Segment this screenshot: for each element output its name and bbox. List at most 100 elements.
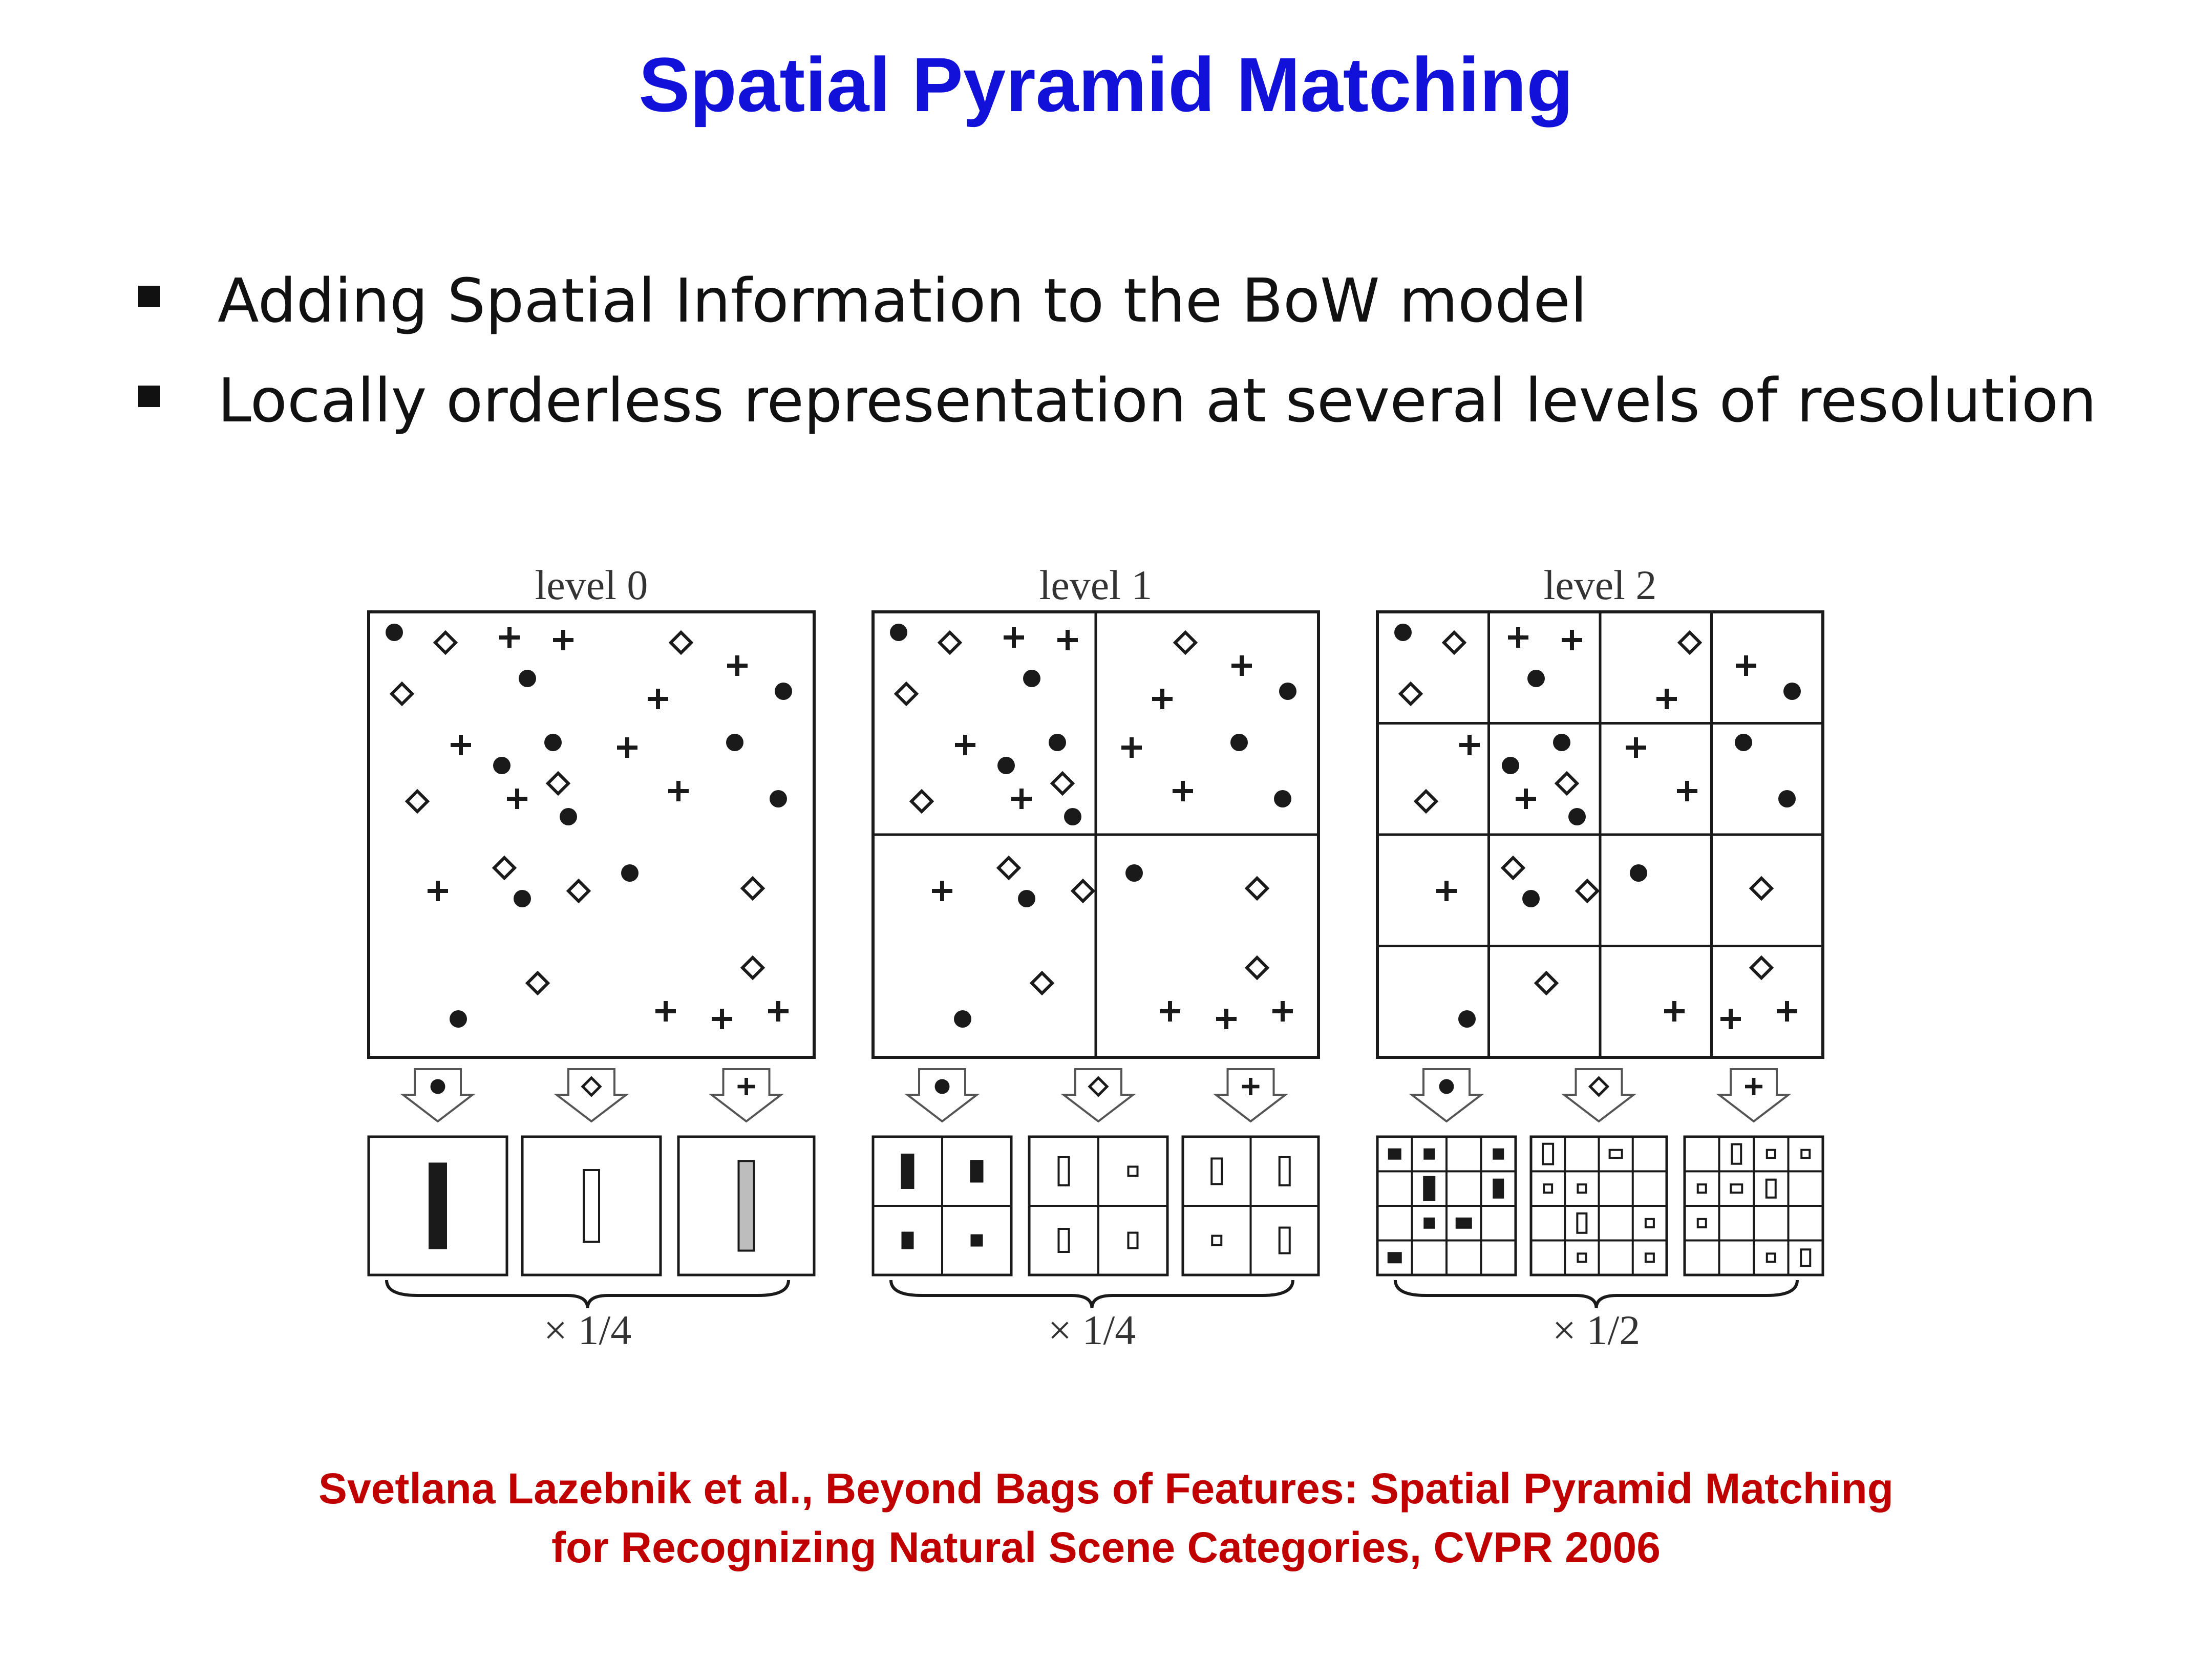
weight-label: × 1/2 [1552, 1307, 1641, 1353]
dot-feature-icon [430, 1079, 445, 1094]
diamond-feature-icon [1749, 955, 1774, 981]
bullet-text: Adding Spatial Information to the BoW mo… [218, 265, 1587, 336]
dot-feature-icon [934, 1079, 950, 1094]
histogram-bar [1455, 1217, 1472, 1229]
plus-feature-icon [1436, 881, 1457, 901]
dot-feature-icon [1230, 734, 1248, 751]
diamond-feature-icon [405, 789, 430, 814]
histogram-bar [1730, 1183, 1743, 1194]
dot-feature-icon [775, 683, 792, 700]
bullet-item: Adding Spatial Information to the BoW mo… [138, 251, 2097, 351]
plus-feature-icon [1152, 689, 1173, 709]
slide-title: Spatial Pyramid Matching [639, 41, 1573, 127]
level-label: level 2 [1544, 562, 1657, 608]
dot-feature-icon [1049, 734, 1066, 751]
plus-feature-icon [617, 737, 637, 758]
plus-feature-icon [507, 789, 527, 809]
pyramid-level-2: level 2 × 1/2 [1376, 562, 1824, 1353]
dot-feature-icon [386, 624, 403, 641]
citation-line: for Recognizing Natural Scene Categories… [551, 1523, 1661, 1571]
brace [889, 1280, 1294, 1309]
histogram-bar [1423, 1148, 1435, 1160]
level-label: level 0 [535, 562, 648, 608]
dot-feature-icon [1279, 683, 1296, 700]
plus-feature-icon [1011, 789, 1032, 809]
square-bullet-icon [138, 386, 160, 407]
diamond-feature-icon [937, 630, 963, 655]
dot-feature-icon [1783, 683, 1801, 700]
diamond-feature-icon [433, 630, 458, 655]
dot-feature-icon [1527, 670, 1545, 687]
dot-feature-icon [1458, 1010, 1476, 1028]
brace [1394, 1280, 1799, 1309]
plus-feature-icon [428, 881, 448, 901]
histogram-bar [901, 1231, 914, 1249]
histogram-bar [583, 1169, 600, 1243]
down-arrow-icon [904, 1068, 980, 1123]
diamond-feature-icon [1588, 1076, 1610, 1097]
histogram-bar [1278, 1226, 1291, 1254]
dot-feature-icon [493, 757, 511, 774]
diamond-feature-icon [1070, 878, 1096, 904]
plus-feature-icon [1004, 627, 1024, 648]
histogram-bar [1576, 1212, 1588, 1234]
diamond-feature-icon [566, 878, 591, 904]
plus-feature-icon [499, 627, 520, 648]
diamond-feature-icon [1554, 771, 1580, 796]
diamond-feature-icon [389, 681, 415, 707]
histogram-bar [1057, 1156, 1070, 1186]
histogram-bar [1493, 1178, 1504, 1199]
dot-feature-icon [1735, 734, 1752, 751]
brace [385, 1280, 790, 1309]
histogram-bar [1577, 1183, 1587, 1194]
plus-feature-icon [737, 1078, 755, 1095]
dot-feature-icon [450, 1010, 467, 1028]
plus-feature-icon [1656, 689, 1677, 709]
plus-feature-icon [1057, 630, 1078, 650]
diamond-feature-icon [525, 970, 550, 996]
plus-feature-icon [1736, 655, 1756, 676]
histogram-bar [1210, 1157, 1223, 1185]
histogram-bar [1423, 1217, 1435, 1229]
dot-feature-icon [544, 734, 562, 751]
plus-feature-icon [1745, 1078, 1762, 1095]
image-grid-frame [367, 610, 816, 1059]
histogram-bar [1127, 1231, 1139, 1249]
histogram-bar [1766, 1252, 1776, 1263]
histogram-bar [1696, 1218, 1707, 1228]
histogram-bar [1388, 1148, 1401, 1160]
diamond-feature-icon [894, 681, 919, 707]
histogram-bar [1278, 1156, 1291, 1186]
plus-feature-icon [1231, 655, 1252, 676]
dot-feature-icon [1439, 1079, 1454, 1094]
plus-feature-icon [1173, 781, 1193, 801]
citation-line: Svetlana Lazebnik et al., Beyond Bags of… [318, 1464, 1894, 1513]
plus-feature-icon [1160, 1001, 1180, 1022]
diamond-feature-icon [909, 789, 934, 814]
dot-feature-icon [1274, 790, 1291, 807]
dot-feature-icon [954, 1010, 971, 1028]
dot-feature-icon [1125, 864, 1143, 882]
plus-feature-icon [668, 781, 689, 801]
plus-feature-icon [955, 735, 975, 755]
histogram-bar [1127, 1165, 1139, 1177]
plus-feature-icon [1272, 1001, 1293, 1022]
pyramid-level-0: level 0× 1/4 [367, 562, 816, 1353]
dot-feature-icon [1394, 624, 1412, 641]
plus-feature-icon [1677, 781, 1697, 801]
plus-feature-icon [1562, 630, 1582, 650]
square-bullet-icon [138, 286, 160, 307]
diamond-feature-icon [492, 855, 517, 881]
histogram-bar [737, 1160, 755, 1252]
diamond-feature-icon [1441, 630, 1467, 655]
plus-feature-icon [1508, 627, 1528, 648]
dot-feature-icon [519, 670, 536, 687]
dot-feature-icon [1553, 734, 1570, 751]
diamond-feature-icon [1413, 789, 1439, 814]
plus-feature-icon [1242, 1078, 1260, 1095]
plus-feature-icon [712, 1009, 732, 1029]
dot-feature-icon [770, 790, 787, 807]
dot-feature-icon [1568, 808, 1586, 825]
